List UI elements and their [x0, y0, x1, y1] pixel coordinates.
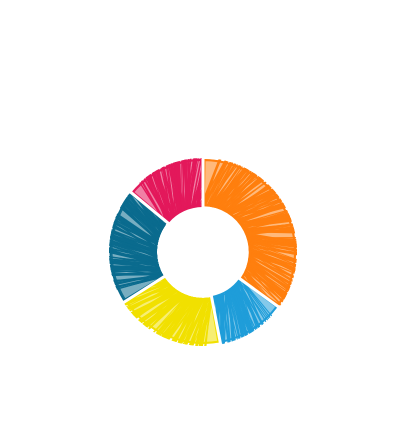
donut-slice-1 [202, 158, 297, 307]
donut-slice-1-hatch [203, 158, 297, 307]
donut-slice-5 [131, 158, 204, 224]
donut-slices [109, 155, 297, 348]
donut-slice-3-hatch [124, 277, 217, 346]
donut-slice-3 [124, 276, 220, 346]
slice-separator [120, 273, 168, 306]
slice-separator [236, 276, 283, 311]
slice-separator [127, 189, 171, 226]
slice-separator [209, 293, 223, 348]
